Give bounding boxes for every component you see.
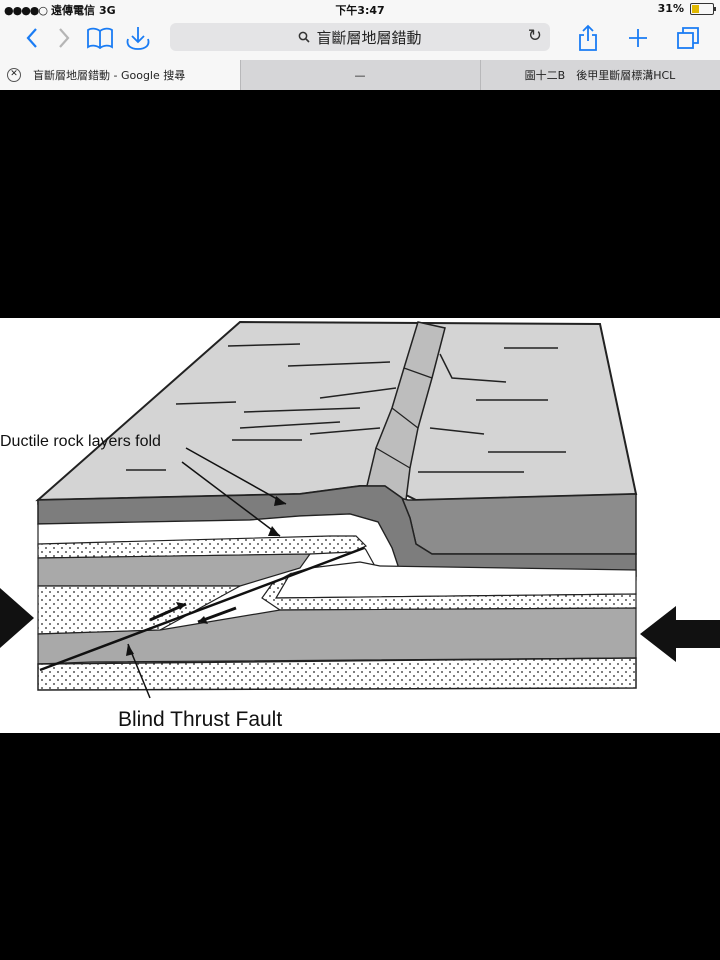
blind-thrust-fault-diagram: Ductile rock layers fold Blind Thrust Fa…: [0, 318, 720, 733]
search-icon: [299, 31, 311, 43]
tabs-icon[interactable]: [672, 22, 704, 54]
tab-label: —: [354, 68, 366, 82]
label-ductile-fold: Ductile rock layers fold: [0, 433, 161, 450]
add-icon[interactable]: [622, 22, 654, 54]
reload-icon[interactable]: ↻: [527, 26, 542, 46]
close-tab-icon[interactable]: ✕: [7, 68, 21, 82]
carrier-name: 遠傳電信: [51, 4, 95, 17]
battery-percent: 31%: [657, 2, 684, 15]
tab-third[interactable]: 圖十二B 後甲里斷層標溝HCL: [480, 60, 720, 90]
tab-bar: ✕ 盲斷層地層錯動 - Google 搜尋 — 圖十二B 後甲里斷層標溝HCL: [0, 60, 720, 90]
download-icon[interactable]: [122, 22, 154, 54]
tab-google-search[interactable]: ✕ 盲斷層地層錯動 - Google 搜尋: [0, 60, 241, 90]
compression-arrow-right: [640, 606, 720, 662]
back-icon[interactable]: [16, 22, 48, 54]
tab-second[interactable]: —: [240, 60, 481, 90]
battery-icon: [690, 2, 716, 15]
compression-arrow-left: [0, 588, 34, 648]
share-icon[interactable]: [572, 22, 604, 54]
browser-toolbar: 盲斷層地層錯動 ↻: [0, 18, 720, 60]
forward-icon[interactable]: [48, 22, 80, 54]
bookmarks-icon[interactable]: [84, 22, 116, 54]
address-bar[interactable]: 盲斷層地層錯動 ↻: [170, 23, 550, 51]
surface-lines: [126, 343, 566, 473]
label-blind-thrust-fault: Blind Thrust Fault: [118, 708, 282, 731]
clock: 下午3:47: [335, 4, 385, 17]
network-type: 3G: [99, 3, 116, 17]
fault-line: [39, 546, 365, 672]
status-bar: ●●●●○ 遠傳電信 3G 下午3:47 31%: [0, 0, 720, 18]
tab-label: 盲斷層地層錯動 - Google 搜尋: [33, 69, 186, 82]
tab-label: 圖十二B 後甲里斷層標溝HCL: [524, 69, 676, 82]
url-text: 盲斷層地層錯動: [316, 28, 422, 47]
signal-dots-icon: ●●●●○: [4, 3, 48, 17]
